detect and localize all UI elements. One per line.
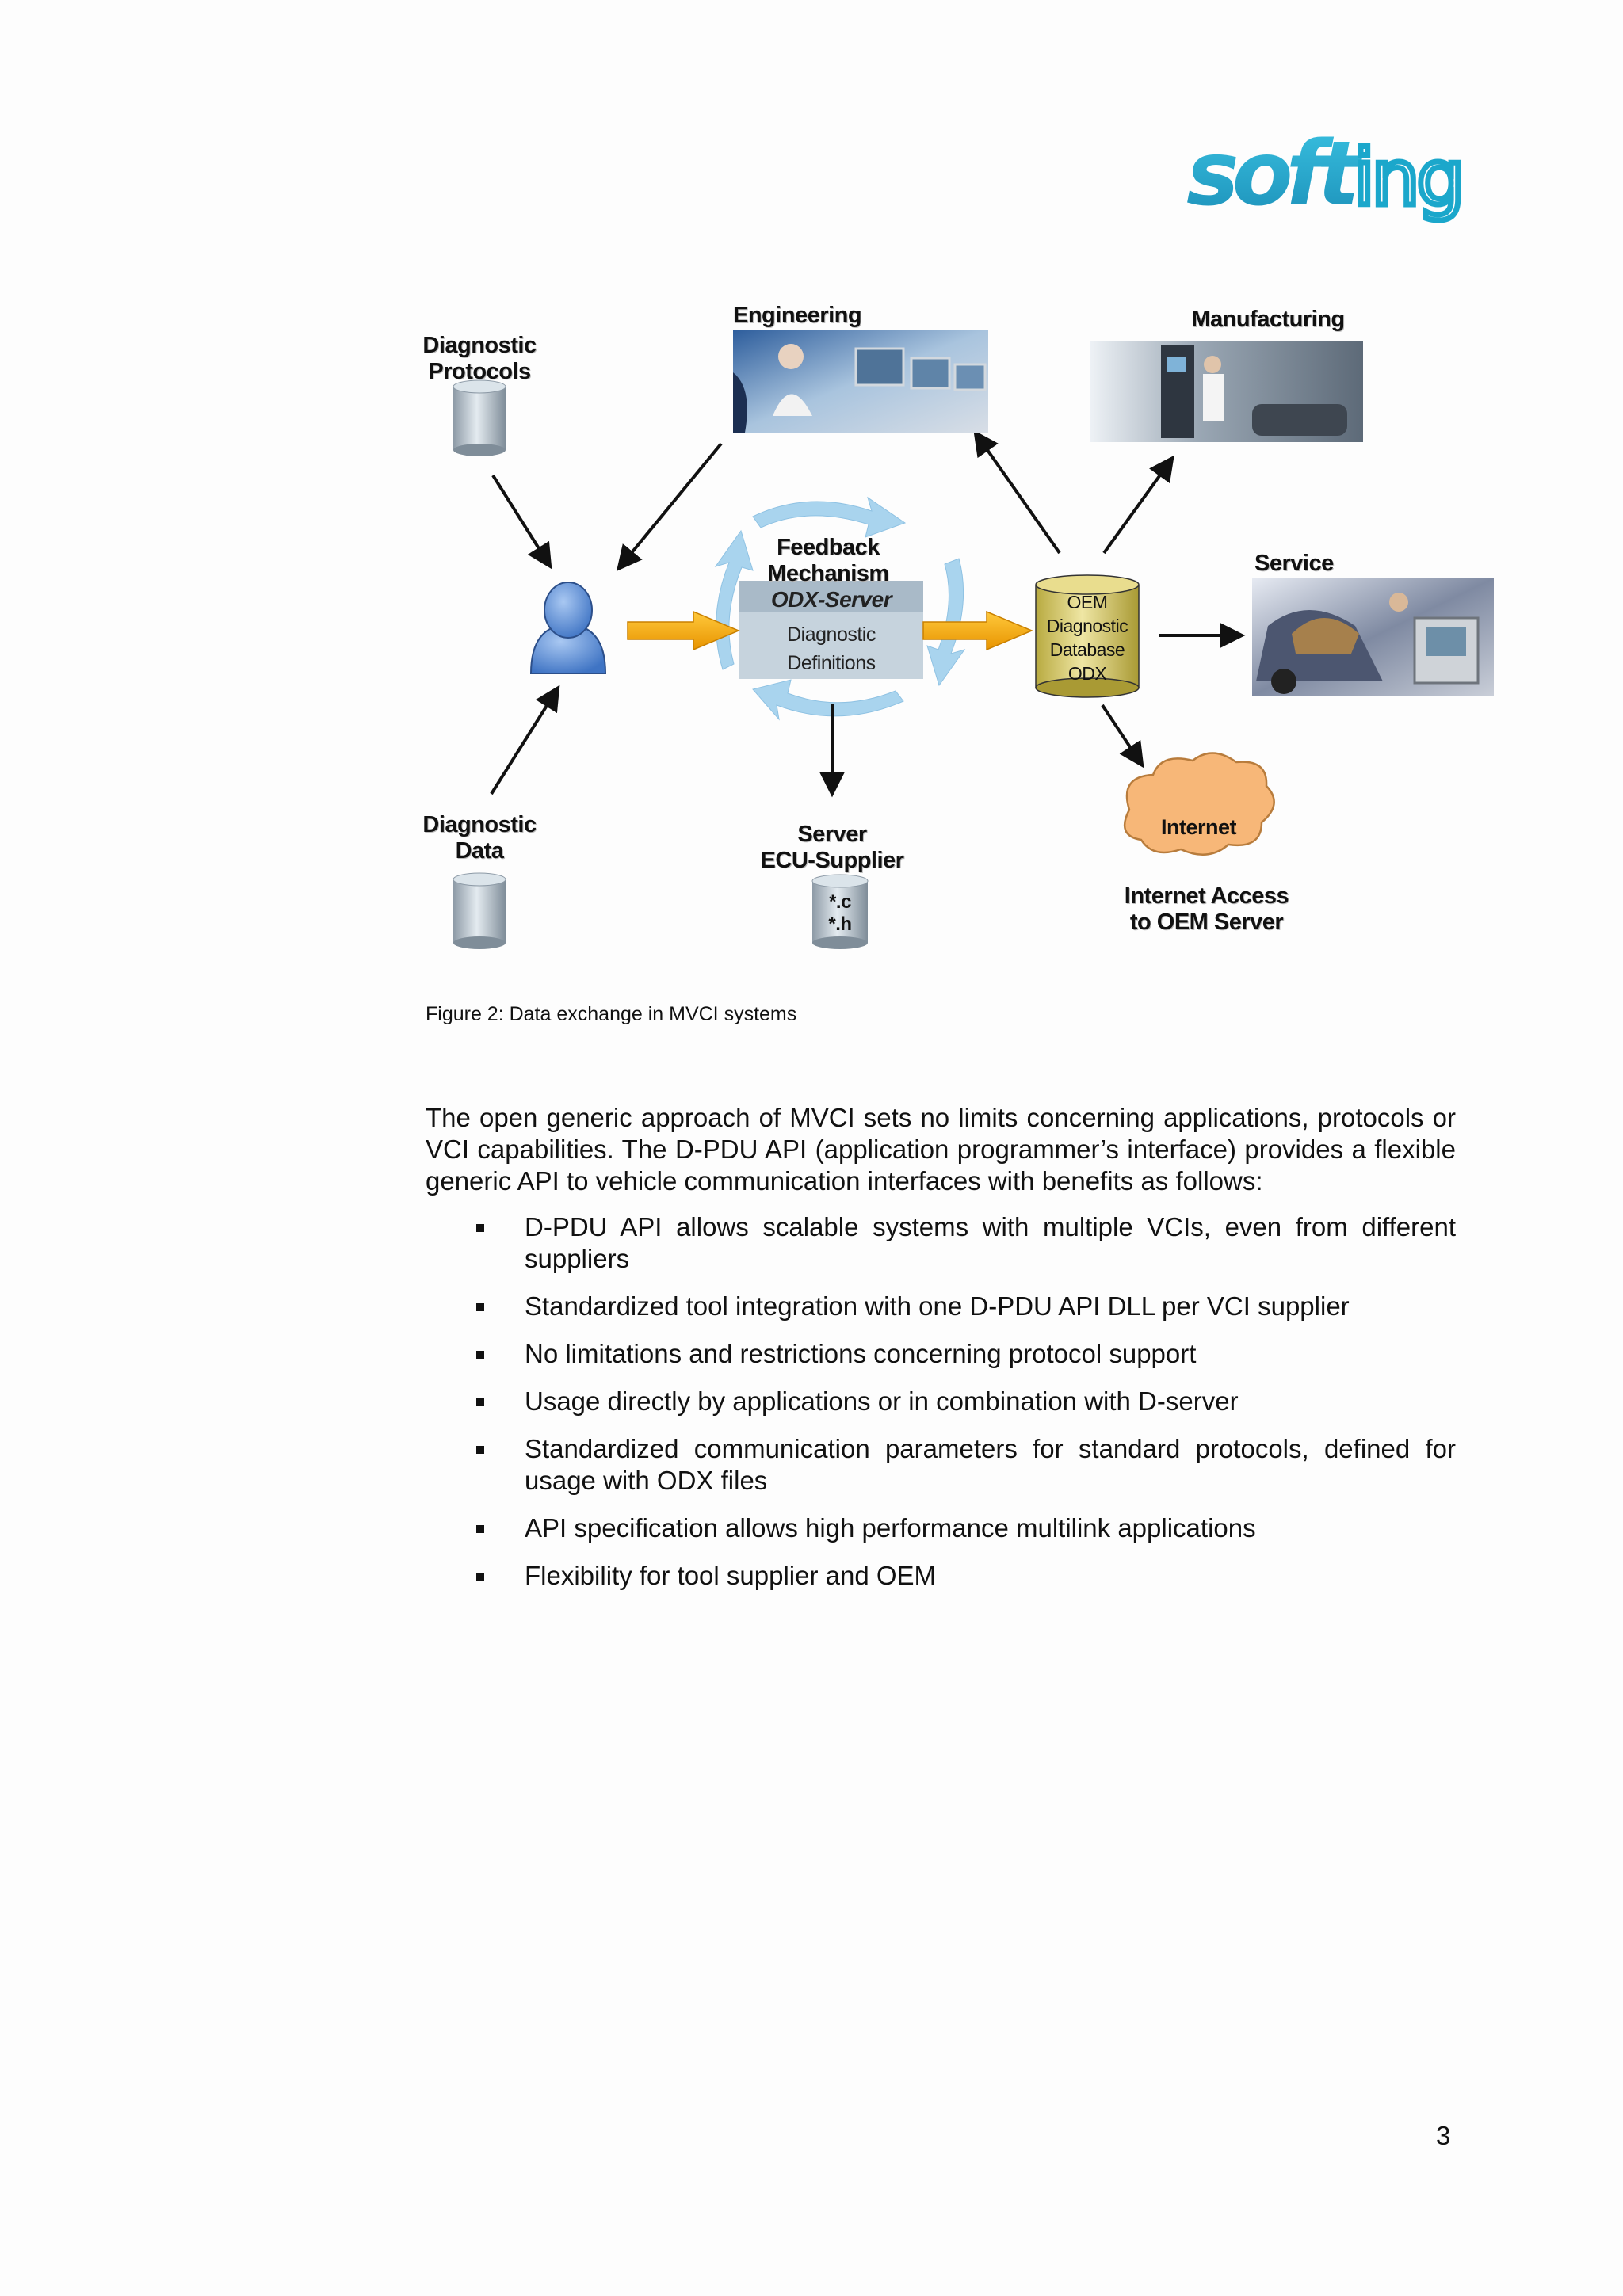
bullet-marker: [476, 1398, 484, 1406]
list-item: No limitations and restrictions concerni…: [426, 1338, 1456, 1370]
label-diagnostic-data: Diagnostic Data: [422, 812, 537, 864]
connector-arrows: [490, 429, 1246, 798]
list-item: D-PDU API allows scalable systems with m…: [426, 1211, 1456, 1275]
softing-logo: soft ing: [1185, 123, 1468, 234]
label-engineering: Engineering: [733, 303, 862, 328]
odx-server-body: Diagnostic Definitions: [787, 624, 876, 674]
bullet-marker: [476, 1224, 484, 1232]
service-photo: [1252, 578, 1494, 696]
label-service: Service: [1254, 551, 1334, 576]
page-number: 3: [1436, 2121, 1451, 2150]
oem-database-label: OEM Diagnostic Database ODX: [1046, 592, 1128, 684]
manufacturing-photo: [1090, 341, 1363, 442]
bullet-marker: [476, 1525, 484, 1533]
engineering-photo: [733, 330, 988, 433]
list-item: API specification allows high performanc…: [426, 1512, 1456, 1544]
ecu-supplier-cylinder: [812, 874, 869, 949]
list-item: Standardized communication parameters fo…: [426, 1433, 1456, 1497]
bullet-marker: [476, 1573, 484, 1581]
label-feedback-mechanism: Feedback Mechanism: [767, 535, 889, 586]
list-item: Flexibility for tool supplier and OEM: [426, 1560, 1456, 1592]
label-diagnostic-protocols: Diagnostic Protocols: [422, 333, 537, 384]
oem-database-cylinder: [1035, 574, 1140, 698]
diagnostic-protocols-cylinder: [453, 379, 506, 456]
diagnostic-data-cylinder: [453, 872, 506, 949]
odx-server-box: [739, 581, 923, 679]
list-item: Usage directly by applications or in com…: [426, 1386, 1456, 1417]
list-item: Standardized tool integration with one D…: [426, 1291, 1456, 1322]
svg-text:ing: ing: [1354, 134, 1461, 223]
internet-label: Internet: [1160, 815, 1237, 839]
internet-cloud: [1123, 752, 1275, 856]
label-server-ecu-supplier: Server ECU-Supplier: [760, 822, 904, 873]
benefits-list: D-PDU API allows scalable systems with m…: [426, 1211, 1456, 1608]
user-person-icon: [529, 582, 607, 674]
bullet-marker: [476, 1351, 484, 1359]
figure-caption: Figure 2: Data exchange in MVCI systems: [426, 1003, 797, 1025]
bullet-marker: [476, 1446, 484, 1454]
orange-flow-arrows: [627, 610, 1033, 651]
intro-paragraph: The open generic approach of MVCI sets n…: [426, 1103, 1456, 1196]
bullet-marker: [476, 1303, 484, 1311]
label-internet-access: Internet Access to OEM Server: [1124, 883, 1289, 935]
label-manufacturing: Manufacturing: [1191, 307, 1345, 332]
source-files-label: *.c *.h: [828, 891, 852, 935]
mvci-data-exchange-diagram: Diagnostic Protocols Engineering Manufac…: [412, 285, 1522, 974]
odx-server-title: ODX-Server: [770, 587, 892, 612]
svg-text:soft: soft: [1186, 123, 1362, 226]
